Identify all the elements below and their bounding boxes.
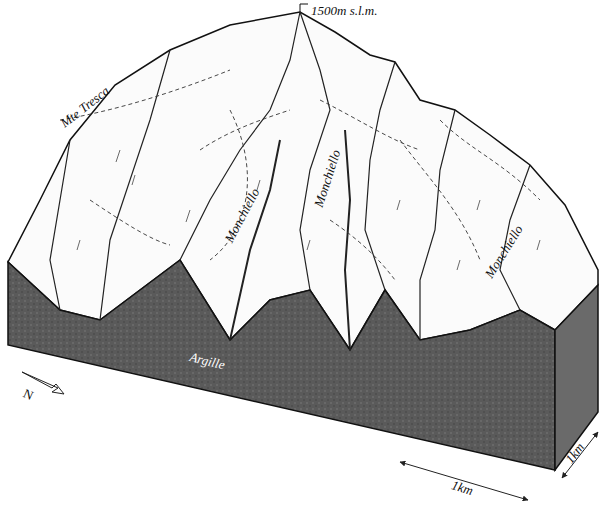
elevation-label: 1500m s.l.m.: [311, 4, 377, 17]
north-label: N: [21, 387, 35, 403]
scale-label: 1km: [450, 478, 475, 497]
